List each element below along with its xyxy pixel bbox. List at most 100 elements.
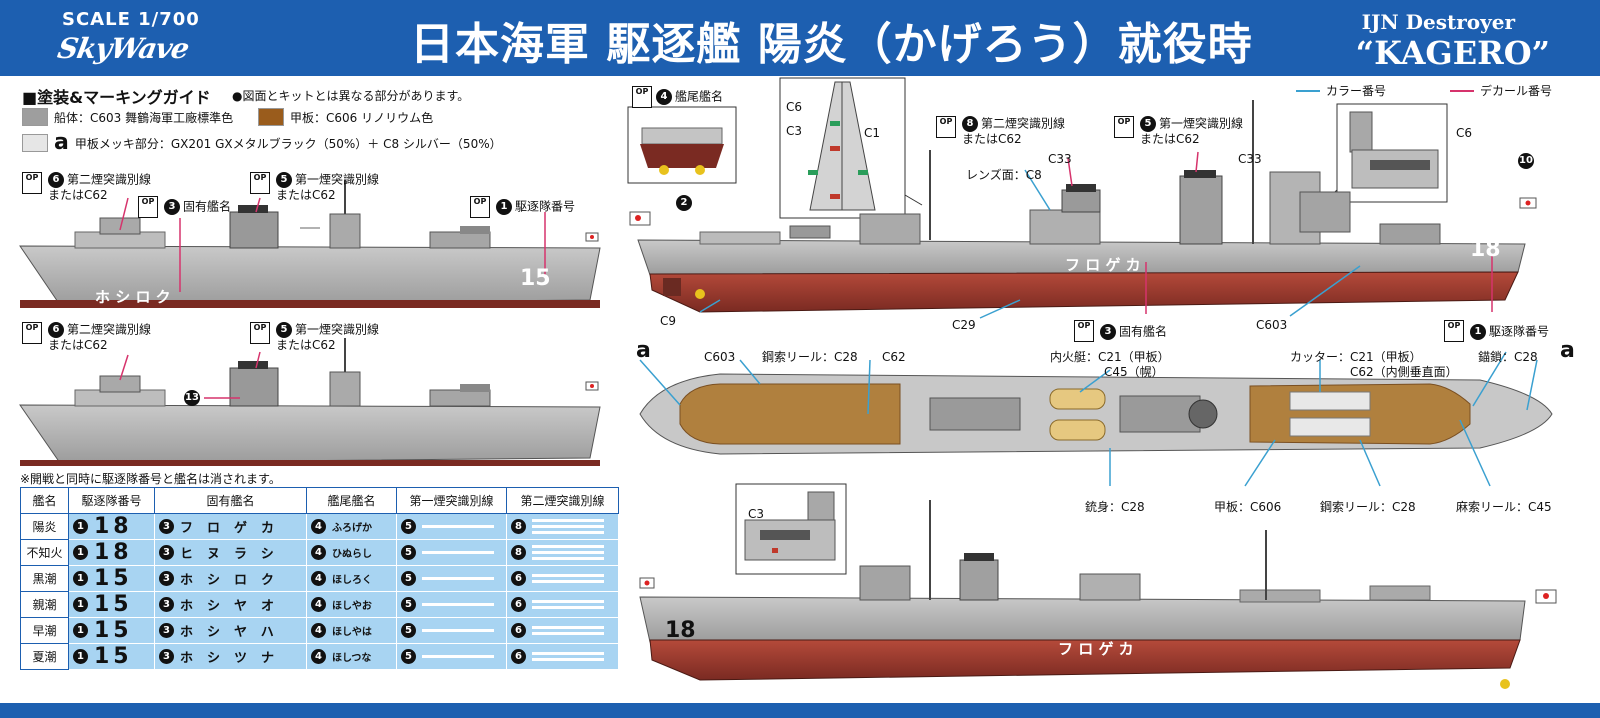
optional-mark: OP	[936, 116, 956, 138]
hull-color-swatch	[22, 108, 48, 126]
stripe	[532, 545, 604, 548]
table-cell: 6	[506, 591, 619, 618]
second-stack-stripes	[532, 519, 604, 534]
label-mast-c1: C1	[864, 126, 881, 140]
optional-mark: OP	[138, 196, 158, 218]
first-stack-stripes	[422, 577, 494, 580]
decal-number-mark: 4	[311, 623, 326, 638]
stern-name: ほしろく	[332, 575, 372, 586]
decal-number-mark: 1	[73, 623, 88, 638]
label-c603-main: C603	[1256, 318, 1288, 332]
decal-number-mark: 3	[159, 571, 174, 586]
decal-number-mark: 6	[511, 597, 526, 612]
hull-kana-name: ホシツナ	[180, 651, 289, 666]
english-ship-name: “KAGERO”	[1355, 34, 1550, 72]
stripe	[422, 655, 494, 658]
decal-number-mark: 4	[311, 649, 326, 664]
stern-name: ほしつな	[332, 653, 372, 664]
division-number: 18	[94, 514, 133, 539]
table-cell: 4 ほしやは	[306, 617, 397, 644]
stripe	[532, 632, 604, 635]
label-lens: レンズ面：C8	[966, 168, 1042, 182]
hull-name-text-1: ホ シ ロ ク	[95, 288, 171, 306]
label-or-c62-main-1: またはC62	[962, 132, 1022, 146]
label-c29: C29	[952, 318, 976, 332]
second-stack-stripes	[532, 545, 604, 560]
decal-number-mark: 3	[159, 623, 174, 638]
table-cell: 5	[396, 643, 507, 670]
stern-name: ほしやは	[332, 627, 372, 638]
table-header-row: 艦名 駆逐隊番号 固有艦名 艦尾艦名 第一煙突識別線 第二煙突識別線	[20, 487, 619, 514]
stern-name: ひぬらし	[332, 549, 372, 560]
first-stack-stripes	[422, 551, 494, 554]
decal-number-mark: 1	[73, 571, 88, 586]
decal-number-mark: 5	[401, 519, 416, 534]
decal-number-mark: 1	[73, 545, 88, 560]
label-c33-1: C33	[1048, 152, 1072, 166]
col-header: 艦名	[20, 487, 69, 514]
decal-number-mark: 3	[159, 519, 174, 534]
col-header: 駆逐隊番号	[68, 487, 155, 514]
stripe	[422, 577, 494, 580]
deck-color-label: 甲板：C606 リノリウム色	[290, 110, 434, 125]
division-number: 18	[94, 540, 133, 565]
decal-number-mark: 6	[511, 623, 526, 638]
decal-number-mark: 1	[73, 597, 88, 612]
division-number: 15	[94, 644, 133, 669]
optional-mark: OP	[250, 172, 270, 194]
stripe	[532, 551, 604, 554]
second-stack-stripes	[532, 652, 604, 661]
ship-name-cell: 早潮	[20, 617, 69, 644]
decal-number-mark: 4	[311, 519, 326, 534]
decal-number-mark: 4	[311, 571, 326, 586]
label-n10: 10	[1518, 153, 1537, 169]
lower-ship-profile	[639, 500, 1557, 689]
first-stack-stripes	[422, 655, 494, 658]
stripe	[532, 525, 604, 528]
table-cell: 5	[396, 539, 507, 566]
first-stack-stripes	[422, 603, 494, 606]
guide-title: ■塗装&マーキングガイド	[22, 88, 211, 107]
table-cell: 5	[396, 591, 507, 618]
decal-number-mark: 5	[401, 623, 416, 638]
optional-mark: OP	[1114, 116, 1134, 138]
label-anchor-chain: 錨鎖：C28	[1478, 350, 1538, 364]
hull-kana-name: ヒヌラシ	[180, 547, 288, 562]
stern-view	[640, 127, 724, 175]
label-lower-c3: C3	[748, 507, 765, 521]
stripe	[532, 606, 604, 609]
division-number: 15	[94, 592, 133, 617]
metal-color-label: 甲板メッキ部分：GX201 GXメタルブラック（50%）＋ C8 シルバー（50…	[74, 136, 502, 151]
scale-label: SCALE 1/700	[62, 9, 200, 30]
optional-mark: OP	[22, 322, 42, 344]
page-title: 日本海軍 駆逐艦 陽炎（かげろう）就役時	[410, 19, 1253, 70]
label-motor-boat: 内火艇：C21（甲板）	[1050, 350, 1170, 364]
table-note: ※開戦と同時に駆逐隊番号と艦名は消されます。	[20, 472, 281, 486]
label-or-c62-3: またはC62	[48, 338, 108, 352]
label-mast-c6: C6	[786, 100, 803, 114]
decal-number-mark: 1	[73, 519, 88, 534]
table-cell: 1 15	[68, 591, 155, 618]
deck-plan	[639, 351, 1553, 487]
